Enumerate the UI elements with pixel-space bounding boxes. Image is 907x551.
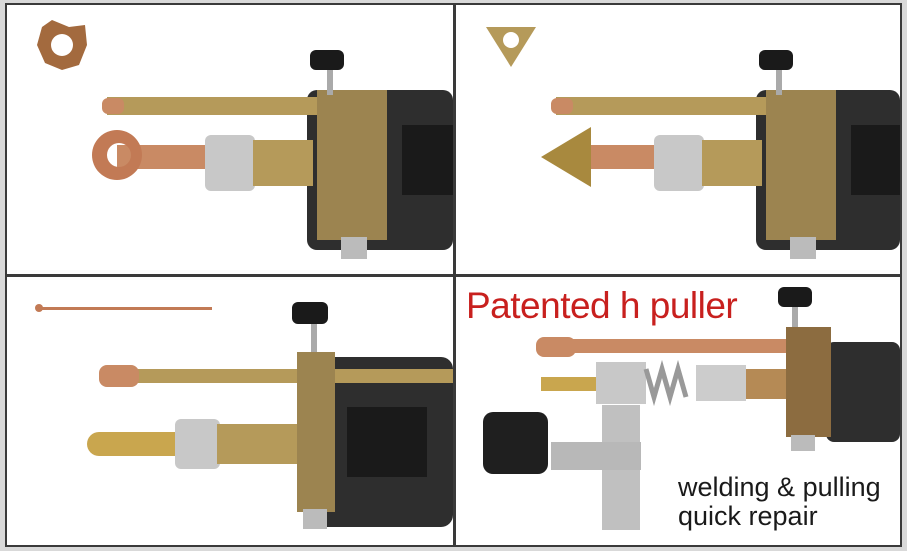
star-washer-panel xyxy=(7,5,453,274)
triangle-washer-panel xyxy=(456,5,900,274)
gun-with-pin-image xyxy=(35,302,453,529)
caption-line-2: quick repair xyxy=(678,501,818,531)
pin-icon xyxy=(37,307,212,310)
gun-with-triangle-washer-image xyxy=(486,27,900,259)
product-collage: Patented h puller welding & pulling quic… xyxy=(5,3,902,547)
puller-panel: Patented h puller welding & pulling quic… xyxy=(456,277,900,545)
caption-line-1: welding & pulling xyxy=(678,472,881,502)
product-title: Patented h puller xyxy=(466,285,738,326)
product-caption: welding & pulling quick repair xyxy=(678,473,881,531)
gun-with-star-washer-image xyxy=(37,20,453,259)
gun-with-puller-image xyxy=(483,287,900,530)
pin-panel xyxy=(7,277,453,545)
